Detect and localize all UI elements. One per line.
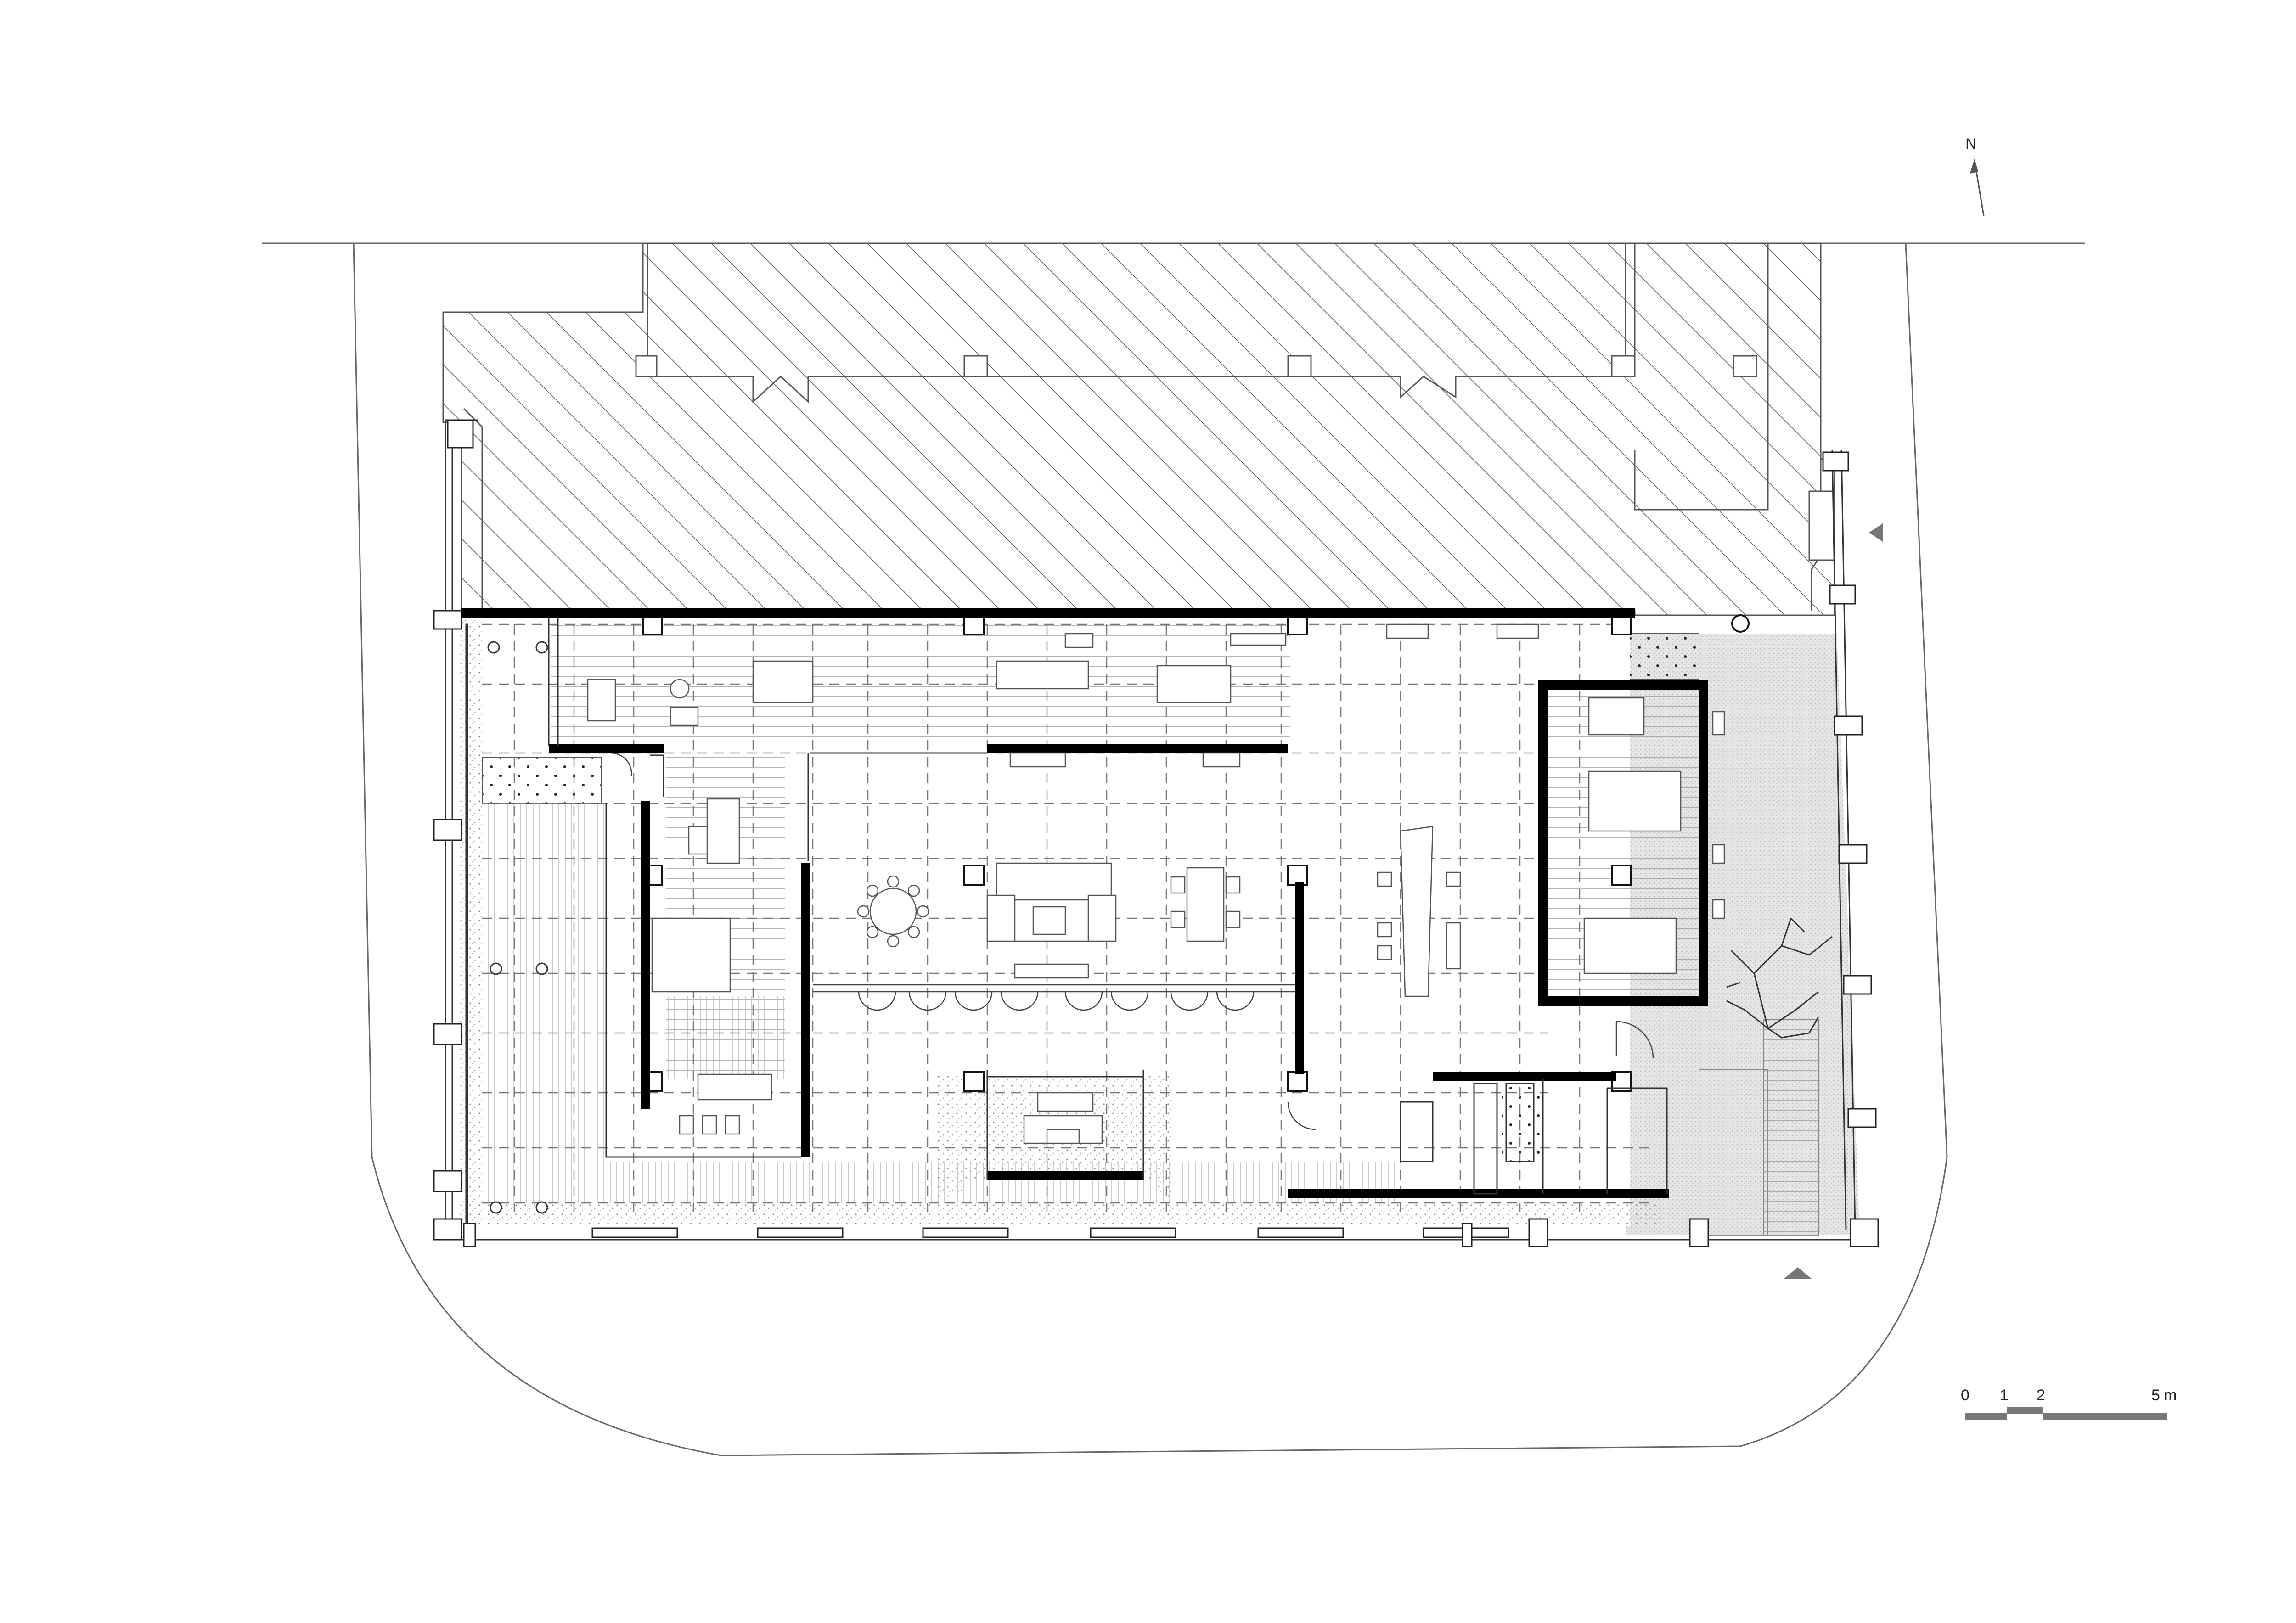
planter-circles: [487, 641, 548, 1214]
north-arrow: N: [1965, 135, 1985, 216]
glazed-folding-doors: [610, 752, 1654, 1130]
tree-symbol: [1726, 917, 1833, 1039]
north-label: N: [1965, 135, 1977, 153]
scale-tick-2: 2: [2037, 1387, 2045, 1404]
facade-piers: [433, 419, 1879, 1247]
scale-tick-1: 1: [2000, 1387, 2009, 1404]
scale-bar: 0 1 2 5 m: [1961, 1387, 2177, 1420]
furniture: [587, 623, 1725, 1144]
entry-arrows: [1784, 523, 1883, 1279]
existing-building-hatched: [442, 242, 1835, 616]
partitions: [548, 618, 1668, 1195]
scale-unit: m: [2164, 1387, 2177, 1404]
scale-tick-5: 5: [2151, 1387, 2160, 1404]
walls: [461, 608, 1708, 1198]
scale-tick-0: 0: [1961, 1387, 1970, 1404]
